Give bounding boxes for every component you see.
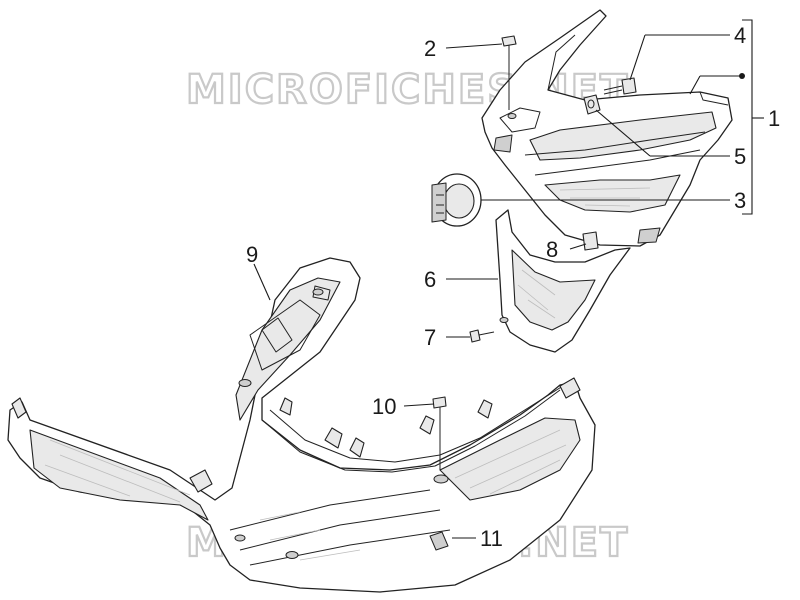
- boss-floor-left: [285, 551, 299, 559]
- part-5-nut: [583, 94, 601, 115]
- callout-3: 3: [734, 188, 746, 213]
- boss-top: [312, 288, 324, 296]
- boss-floor-10: [433, 474, 449, 484]
- part-11-clip: [429, 531, 449, 551]
- callout-6: 6: [424, 267, 436, 292]
- part-3-ring: [431, 173, 482, 227]
- callout-5: 5: [734, 144, 746, 169]
- part-7-screw: [469, 329, 495, 343]
- panel-screw-hole: [499, 317, 509, 323]
- part-2-screw: [501, 35, 517, 110]
- part-1-front-shield: [481, 9, 733, 247]
- part-8-clip: [582, 231, 599, 251]
- callout-8: 8: [546, 237, 558, 262]
- callout-4: 4: [734, 23, 746, 48]
- callout-9: 9: [246, 242, 258, 267]
- callout-1: 1: [768, 106, 780, 131]
- boss-left: [238, 379, 252, 387]
- part-10-screw: [432, 396, 447, 470]
- callout-2: 2: [424, 36, 436, 61]
- callout-10: 10: [372, 394, 396, 419]
- shield-screw-hole: [507, 113, 517, 119]
- part-9-leg-shield-floor: [7, 257, 596, 593]
- boss-floor-corner: [234, 534, 246, 542]
- leader-lines: [253, 19, 764, 539]
- callout-11: 11: [480, 526, 503, 551]
- part-6-inner-panel: [495, 209, 631, 353]
- callout-7: 7: [424, 325, 436, 350]
